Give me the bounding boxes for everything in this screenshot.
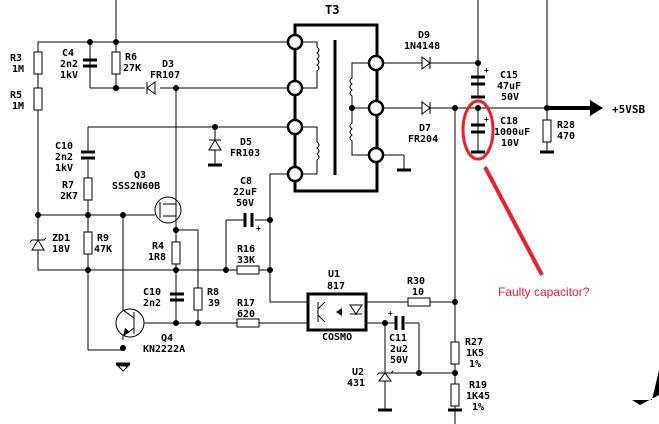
u1-value: 817 [327,281,345,292]
u1-brand: COSMO [322,332,352,343]
d7-value: FR204 [408,134,438,145]
transformer-t3 [286,23,411,193]
optocoupler-u1 [306,292,368,332]
r7-ref: R7 [62,180,74,191]
annotation-circle [461,99,495,161]
svg-text:+: + [388,309,393,318]
r30-value: 10 [412,287,424,298]
transistors [115,195,182,372]
u2-ref: U2 [352,367,364,378]
zd1-value: 18V [52,244,70,255]
c10a-value: 2n2 [55,152,73,163]
d3-value: FR107 [150,70,180,81]
r6-value: 27K [123,63,141,74]
c10a-rating: 1kV [55,163,73,174]
r19-value: 1K45 [466,391,490,402]
svg-text:+: + [484,66,489,75]
c15-rating: 50V [501,92,519,103]
r28-value: 470 [557,131,575,142]
diodes [29,56,431,382]
c4-value: 2n2 [60,59,78,70]
q3-ref: Q3 [134,170,146,181]
d3-ref: D3 [162,59,174,70]
r19-ref: R19 [469,380,487,391]
t3-label: T3 [325,3,339,17]
c15-ref: C15 [500,70,518,81]
c10b-ref: C10 [143,287,161,298]
c11-ref: C11 [389,333,407,344]
q4-ref: Q4 [161,333,173,344]
r4-value: 1R8 [148,252,166,263]
annotation-pointer [483,166,544,276]
c11-rating: 50V [390,355,408,366]
q3-value: SSS2N60B [112,181,160,192]
svg-text:+: + [256,224,261,233]
d9-ref: D9 [418,30,430,41]
r6-ref: R6 [125,52,137,63]
c10b-value: 2n2 [143,298,161,309]
partial-shape [632,370,659,405]
d5-value: FR103 [230,148,260,159]
r16-value: 33K [237,255,255,266]
r16-ref: R16 [237,244,255,255]
r28-ref: R28 [557,120,575,131]
u1-ref: U1 [328,269,340,280]
resistors [33,51,552,407]
r8-ref: R8 [207,287,219,298]
c8-value: 22uF [233,187,257,198]
d5-ref: D5 [240,137,252,148]
c8-ref: C8 [240,176,252,187]
c10a-ref: C10 [55,141,73,152]
q4-value: KN2222A [143,344,185,355]
r27-tol: 1% [469,359,481,370]
labels: T3 R3 1M R5 1M C4 2n2 1kV R6 27K D3 FR10… [10,3,645,413]
u2-value: 431 [347,378,365,389]
r17-value: 620 [237,309,255,320]
c18-value: 1000uF [494,127,530,138]
r19-tol: 1% [472,402,484,413]
r7-value: 2K7 [60,191,78,202]
r27-value: 1K5 [466,348,484,359]
c18-rating: 10V [501,138,519,149]
r9-ref: R9 [97,233,109,244]
c8-rating: 50V [236,198,254,209]
c4-ref: C4 [62,48,74,59]
r9-value: 47K [94,244,112,255]
r5-ref: R5 [10,90,22,101]
r8-value: 39 [208,298,220,309]
r3-ref: R3 [10,53,22,64]
r3-value: 1M [12,64,24,75]
r30-ref: R30 [407,276,425,287]
capacitors: + + + + [81,58,554,330]
annotation-text: Faulty capacitor? [498,285,590,299]
c11-value: 2u2 [390,344,408,355]
r5-value: 1M [12,101,24,112]
output-arrow-icon [590,100,603,116]
r27-ref: R27 [465,337,483,348]
r17-ref: R17 [237,298,255,309]
d7-ref: D7 [419,123,431,134]
junctions [35,39,550,376]
output-label: +5VSB [612,103,645,116]
r4-ref: R4 [152,241,164,252]
annotation: Faulty capacitor? [461,99,590,299]
c15-value: 47uF [497,81,521,92]
c4-rating: 1kV [60,70,78,81]
d9-value: 1N4148 [404,41,440,52]
c18-ref: C18 [500,116,518,127]
svg-text:+: + [484,115,489,124]
zd1-ref: ZD1 [52,233,70,244]
